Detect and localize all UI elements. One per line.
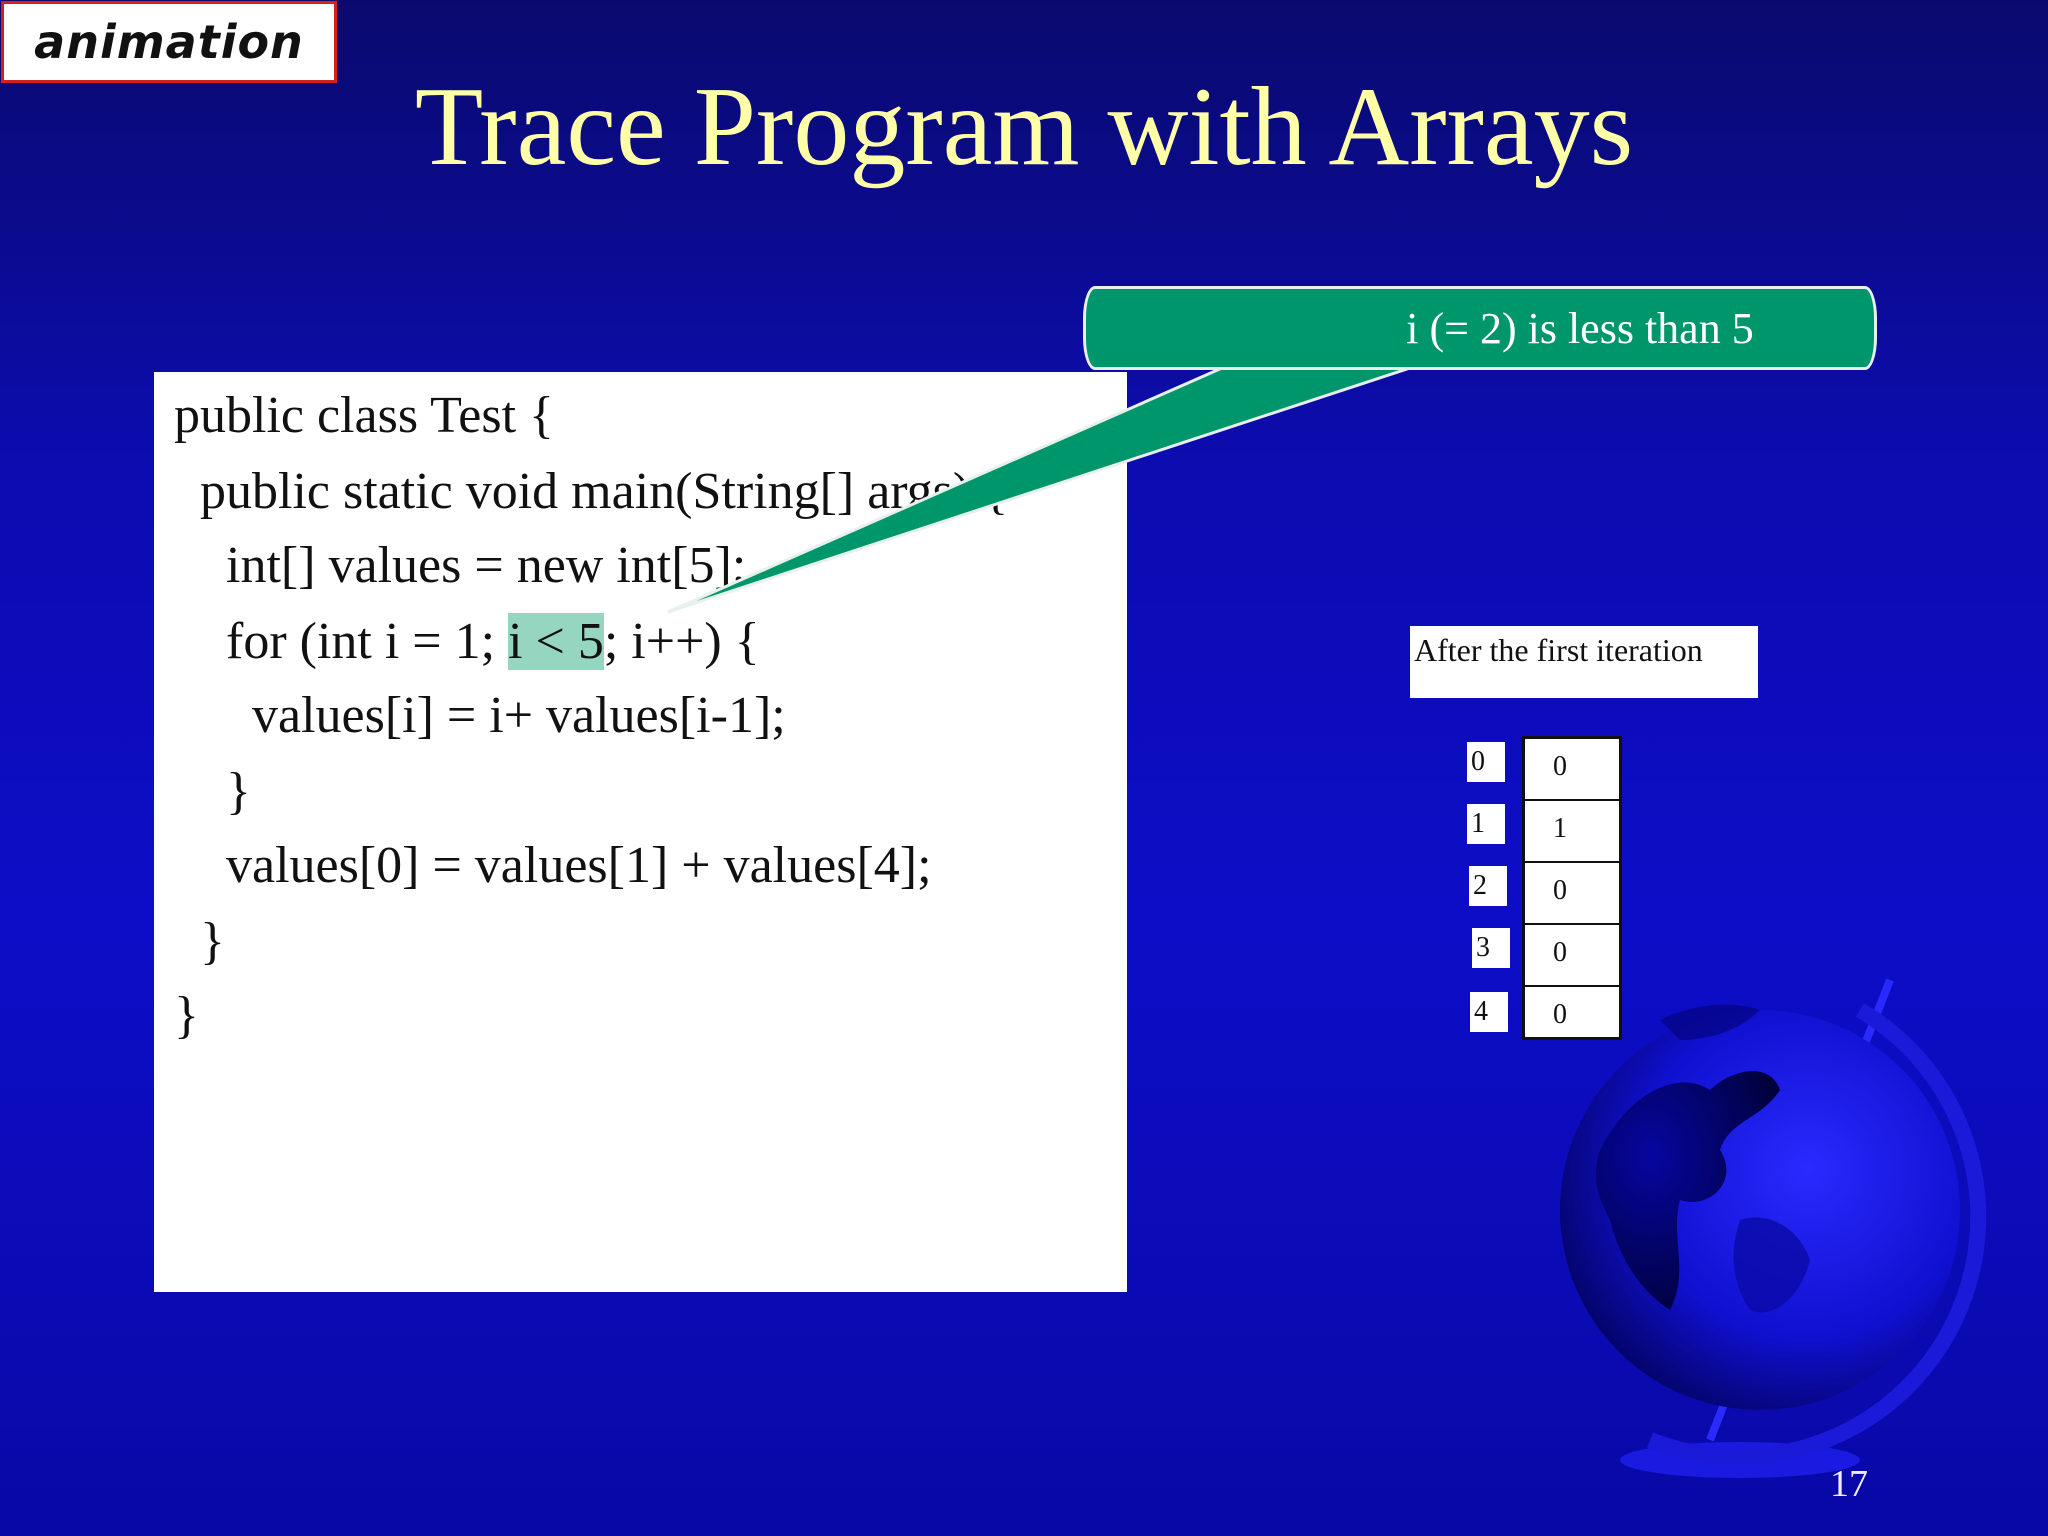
code-line-8: } — [174, 913, 225, 970]
code-line-3: int[] values = new int[5]; — [174, 537, 747, 594]
code-line-5: values[i] = i+ values[i-1]; — [174, 687, 786, 744]
array-index-3: 3 — [1472, 928, 1510, 968]
page-number: 17 — [1830, 1463, 1868, 1505]
callout-text: i (= 2) is less than 5 — [1406, 303, 1754, 353]
callout-bubble: i (= 2) is less than 5 — [1083, 286, 1877, 370]
code-panel: public class Test { public static void m… — [154, 372, 1127, 1292]
animation-tag: animation — [1, 1, 337, 83]
array-index-4: 4 — [1470, 992, 1508, 1032]
iteration-label: After the first iteration — [1410, 626, 1758, 698]
array-cell-1: 1 — [1525, 801, 1619, 863]
array-index-0: 0 — [1467, 742, 1505, 782]
array-box: 0 1 0 0 0 — [1522, 736, 1622, 1040]
code-line-4: for (int i = 1; i < 5; i++) { — [174, 610, 760, 674]
highlighted-condition: i < 5 — [508, 613, 604, 670]
code-line-1: public class Test { — [174, 387, 554, 444]
code-line-9: } — [174, 987, 199, 1044]
array-cell-3: 0 — [1525, 925, 1619, 987]
code-line-4-pre: for (int i = 1; — [174, 613, 509, 670]
code-line-7: values[0] = values[1] + values[4]; — [174, 837, 932, 894]
animation-tag-label: animation — [34, 15, 304, 69]
code-line-4-post: ; i++) { — [603, 613, 760, 670]
slide-title: Trace Program with Arrays — [414, 65, 1634, 189]
array-cell-0: 0 — [1525, 739, 1619, 801]
array-index-2: 2 — [1469, 866, 1507, 906]
array-cell-2: 0 — [1525, 863, 1619, 925]
globe-icon — [1560, 978, 1987, 1478]
array-index-1: 1 — [1467, 804, 1505, 844]
array-cell-4: 0 — [1553, 999, 1567, 1030]
code-line-6: } — [174, 763, 251, 820]
code-line-2: public static void main(String[] args) { — [174, 463, 1009, 520]
